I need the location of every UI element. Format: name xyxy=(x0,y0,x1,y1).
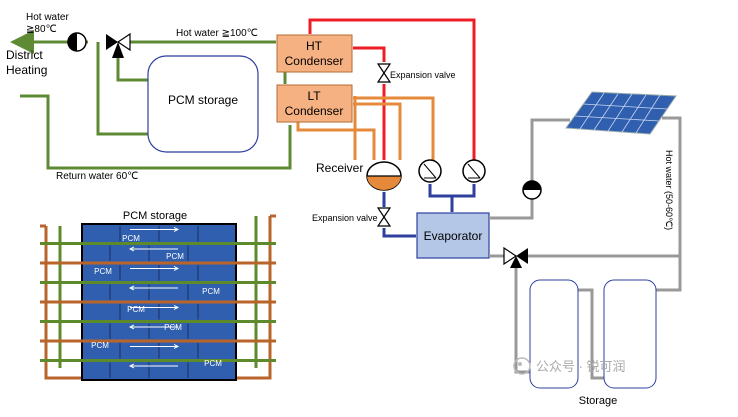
watermark: 公众号 · 锐可润 xyxy=(513,357,626,375)
expansion-valve-top-label: Expansion valve xyxy=(390,70,456,80)
district-label-2: Heating xyxy=(6,63,47,77)
return-water-label: Return water 60℃ xyxy=(56,171,138,182)
pcm-storage-label: PCM storage xyxy=(168,93,238,107)
pcm-cell-label: PCM xyxy=(122,234,140,243)
solar-three-way-valve-icon[interactable] xyxy=(503,246,528,268)
dh-pump-icon[interactable] xyxy=(67,32,87,52)
hot-water-80-label-1: Hot water xyxy=(26,12,69,23)
dh-three-way-valve-icon[interactable] xyxy=(106,32,131,58)
receiver-label: Receiver xyxy=(316,161,363,175)
solar-supply-pipe xyxy=(489,118,570,220)
orange-pipe-3 xyxy=(296,122,376,160)
watermark-text: 公众号 · 锐可润 xyxy=(536,359,626,374)
pcm-flow-arrow xyxy=(128,285,178,291)
orange-pipe-1 xyxy=(353,96,435,160)
pcm-cell-label: PCM xyxy=(204,359,222,368)
pcm-storage-tank xyxy=(147,55,259,153)
red-pipe-valve xyxy=(353,46,386,62)
solar-panel-icon xyxy=(565,91,677,135)
lt-condenser-label-2: Condenser xyxy=(285,104,344,118)
solar-pump-icon[interactable] xyxy=(522,180,542,200)
pcm-brown-header-left xyxy=(44,226,82,380)
storage-feed-pipe xyxy=(514,266,530,374)
compressor-lt-icon[interactable] xyxy=(418,159,442,183)
pcm-brown-header-right xyxy=(236,216,272,380)
ht-condenser xyxy=(276,34,353,73)
lt-condenser xyxy=(276,84,353,123)
pcm-cell-label: PCM xyxy=(166,252,184,261)
pcm-flow-arrow xyxy=(128,363,178,369)
expansion-valve-top-icon[interactable] xyxy=(376,63,392,83)
pcm-flow-arrow xyxy=(128,324,178,330)
blue-pipe-compressors xyxy=(428,184,476,198)
storage-label: Storage xyxy=(579,395,618,407)
pcm-cell-label: PCM xyxy=(202,287,220,296)
solar-loop xyxy=(489,116,682,380)
pcm-cell-label: PCM xyxy=(164,323,182,332)
solar-return-pipe xyxy=(655,116,682,292)
pcm-cell-label: PCM xyxy=(127,305,145,314)
pcm-detail-title: PCM storage xyxy=(123,210,187,222)
expansion-valve-bottom-label: Expansion valve xyxy=(312,213,378,223)
pcm-flow-arrow xyxy=(130,227,180,232)
ht-condenser-label-1: HT xyxy=(306,39,323,53)
compressor-ht-icon[interactable] xyxy=(462,159,486,183)
pcm-flow-arrow xyxy=(128,246,178,252)
expansion-valve-bottom-icon[interactable] xyxy=(376,207,392,227)
storage-link-pipe xyxy=(578,288,604,380)
hot-water-solar-label: Hot water (50-60℃) xyxy=(664,150,674,230)
blue-pipe-evap-in xyxy=(382,228,416,238)
pcm-cell-label: PCM xyxy=(91,341,109,350)
pcm-cell-label: PCM xyxy=(94,267,112,276)
evaporator-label: Evaporator xyxy=(424,229,483,243)
pcm-flow-arrow xyxy=(130,266,180,271)
pcm-return-pipe xyxy=(96,42,148,136)
hot-water-100-label: Hot water ≧100℃ xyxy=(176,28,258,39)
orange-pipe-2 xyxy=(353,102,402,160)
lt-condenser-label-1: LT xyxy=(307,89,321,103)
storage-tank-1 xyxy=(529,279,579,389)
ht-condenser-label-2: Condenser xyxy=(285,54,344,68)
district-label-1: District xyxy=(6,48,43,62)
pcm-feed-pipe xyxy=(116,50,148,82)
red-pipe-top xyxy=(308,18,476,160)
refrigerant-circuit xyxy=(296,18,476,238)
evaporator xyxy=(416,212,490,259)
return-pipe xyxy=(20,94,292,170)
pcm-flow-arrow xyxy=(130,344,180,349)
hot-water-80-label-2: ≧80℃ xyxy=(26,24,57,35)
receiver-vessel xyxy=(366,161,402,191)
pcm-flow-arrow xyxy=(130,305,180,310)
storage-tank-2 xyxy=(603,279,657,389)
pcm-detail-block: PCM PCM PCM PCM PCM PCM PCM PCM xyxy=(40,214,276,381)
